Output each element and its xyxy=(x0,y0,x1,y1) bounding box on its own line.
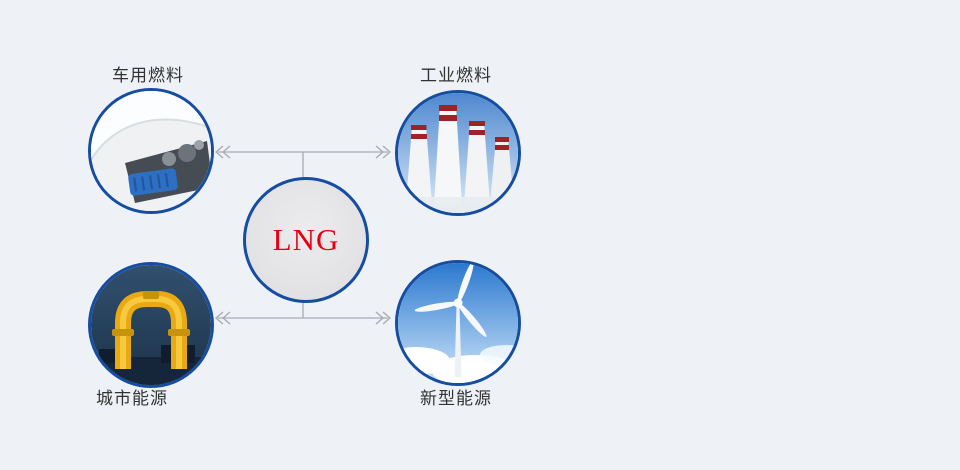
node-vehicle-fuel xyxy=(88,88,214,214)
gas-pipeline-image xyxy=(91,265,211,385)
arrow-left-icon xyxy=(222,145,231,159)
node-industrial-fuel xyxy=(395,90,521,216)
arrow-right-icon xyxy=(375,311,384,325)
lng-label: LNG xyxy=(272,222,340,257)
arrow-right-icon xyxy=(382,311,391,325)
wind-turbine-image xyxy=(398,263,518,383)
label-new-energy: 新型能源 xyxy=(420,389,492,408)
arrow-left-icon xyxy=(222,311,231,325)
node-new-energy xyxy=(395,260,521,386)
arrow-left-icon xyxy=(215,311,224,325)
car-engine-image xyxy=(91,91,211,211)
node-city-energy xyxy=(88,262,214,388)
lng-center-node: LNG xyxy=(243,177,369,303)
arrow-right-icon xyxy=(375,145,384,159)
arrow-right-icon xyxy=(382,145,391,159)
industrial-chimneys-image xyxy=(398,93,518,213)
label-city-energy: 城市能源 xyxy=(96,389,168,408)
label-vehicle-fuel: 车用燃料 xyxy=(112,66,184,85)
label-industrial-fuel: 工业燃料 xyxy=(420,66,492,85)
arrow-left-icon xyxy=(215,145,224,159)
